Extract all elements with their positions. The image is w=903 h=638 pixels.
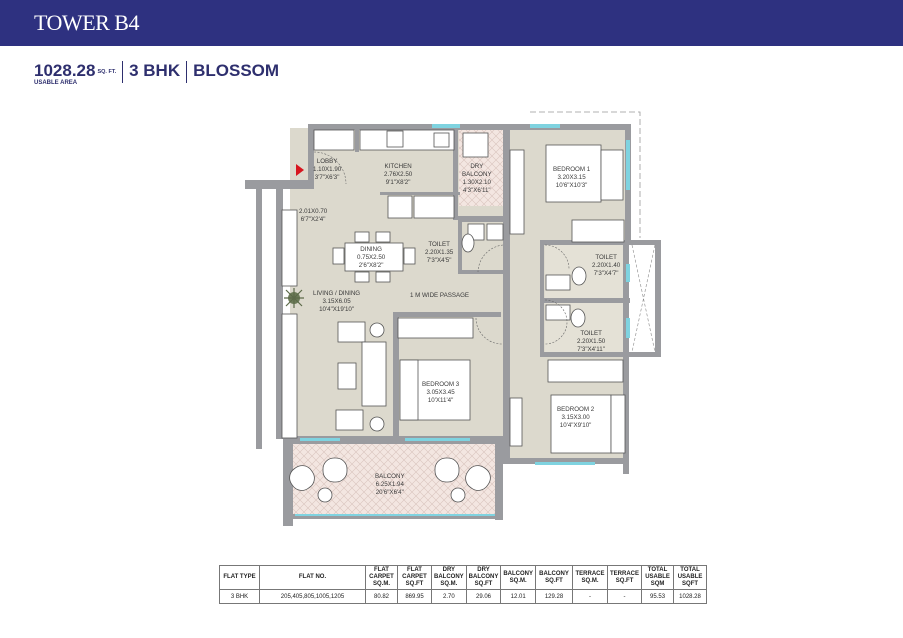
tower-title: TOWER B4 xyxy=(34,10,139,35)
area-value: 1028.28 xyxy=(34,61,96,80)
divider xyxy=(122,61,124,83)
cell-terrace-sqft: - xyxy=(607,589,643,604)
unit-summary: 1028.28 SQ. FT. USABLE AREA 3 BHK BLOSSO… xyxy=(34,61,280,86)
cell-balcony-sqm: 12.01 xyxy=(500,589,537,604)
cell-carpet-sqm: 80.82 xyxy=(365,589,398,604)
windows xyxy=(295,124,630,516)
cell-balcony-sqft: 129.28 xyxy=(535,589,574,604)
door-swings xyxy=(313,151,570,345)
cell-total-sqm: 95.53 xyxy=(641,589,675,604)
cell-total-sqft: 1028.28 xyxy=(673,589,708,604)
cell-flat-type: 3 BHK xyxy=(219,589,260,604)
cell-flat-no: 205,405,805,1005,1205 xyxy=(259,589,366,604)
floor-plan xyxy=(245,111,661,526)
wc-fixtures xyxy=(461,233,587,328)
usable-area: 1028.28 SQ. FT. USABLE AREA xyxy=(34,61,117,86)
cell-carpet-sqft: 869.95 xyxy=(397,589,432,604)
shaft xyxy=(631,244,656,353)
unit-name: BLOSSOM xyxy=(193,61,280,80)
header-bar: TOWER B4 xyxy=(0,0,903,46)
cell-dry-balcony-sqft: 29.06 xyxy=(465,589,502,604)
area-unit: SQ. FT. xyxy=(97,69,117,75)
configuration: 3 BHK xyxy=(129,61,181,80)
col-flat-type: FLAT TYPE xyxy=(219,565,260,590)
cell-terrace-sqm: - xyxy=(572,589,609,604)
furniture xyxy=(281,129,626,454)
balcony-area xyxy=(283,444,501,516)
table-row: 3 BHK 205,405,805,1005,1205 80.82 869.95… xyxy=(219,589,708,604)
balcony-chairs xyxy=(289,457,491,503)
area-label: USABLE AREA xyxy=(34,80,78,86)
col-flat-no: FLAT NO. xyxy=(259,565,366,590)
plant-icon xyxy=(284,288,304,308)
divider xyxy=(186,61,188,83)
room-passage: 1 M WIDE PASSAGE xyxy=(410,292,470,299)
entry-arrow-icon xyxy=(296,164,304,176)
walls xyxy=(245,124,661,526)
cell-dry-balcony-sqm: 2.70 xyxy=(431,589,467,604)
